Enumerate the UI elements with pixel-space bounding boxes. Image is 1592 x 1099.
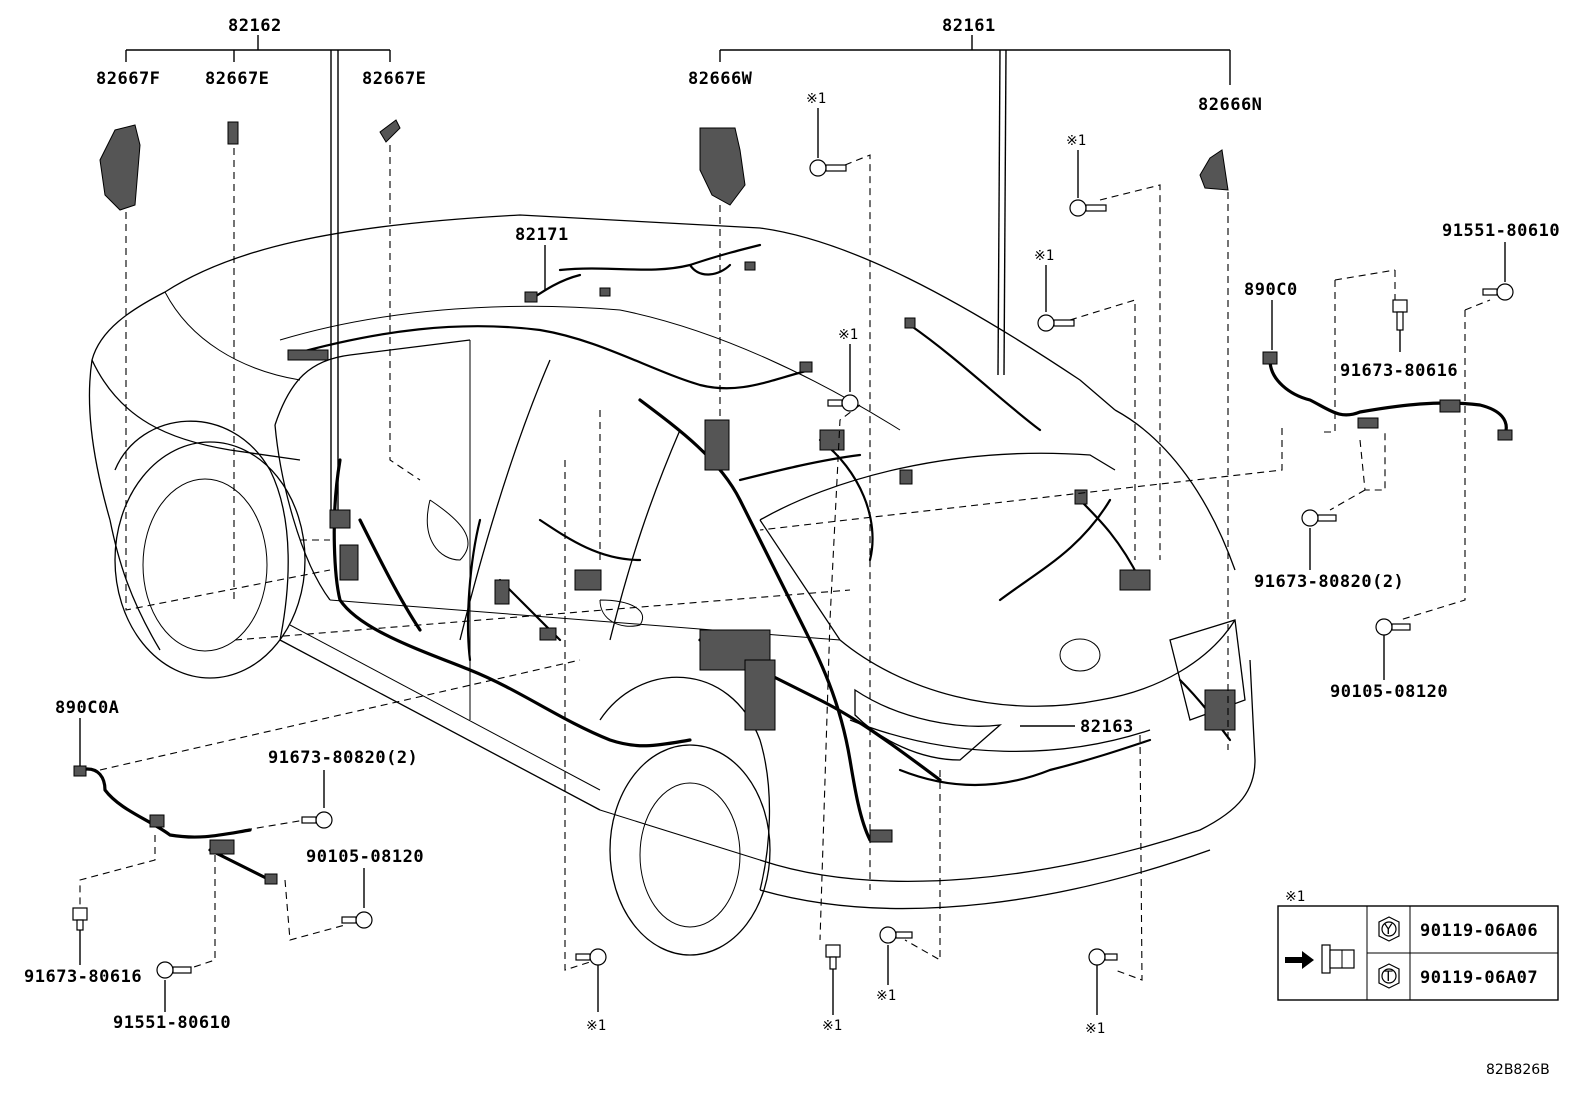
- label-91673-80820-right[interactable]: 91673-80820(2): [1254, 572, 1404, 592]
- symbol-y-icon: Y: [1378, 916, 1400, 942]
- bolt-icon: [879, 926, 913, 944]
- wire-harness-floor-82162: [329, 458, 692, 748]
- bolt-icon: [301, 811, 333, 829]
- wire-harness-body-82161: [638, 317, 1236, 843]
- bracket-82666N-icon: [1199, 149, 1229, 191]
- note-mark: ※1: [586, 1018, 606, 1034]
- bolt-icon: [1375, 618, 1411, 636]
- bolt-icon: [809, 159, 847, 177]
- label-91673-80616-left[interactable]: 91673-80616: [24, 967, 142, 987]
- label-82161[interactable]: 82161: [942, 16, 996, 36]
- label-890C0A[interactable]: 890C0A: [55, 698, 119, 718]
- label-90105-08120-left[interactable]: 90105-08120: [306, 847, 424, 867]
- note-mark: ※1: [822, 1018, 842, 1034]
- bolt-icon: [1301, 509, 1337, 527]
- label-91551-80610-right[interactable]: 91551-80610: [1442, 221, 1560, 241]
- label-82171[interactable]: 82171: [515, 225, 569, 245]
- diagram-code: 82B826B: [1486, 1062, 1550, 1078]
- label-82666W[interactable]: 82666W: [688, 69, 753, 89]
- bolt-icon: [1392, 299, 1408, 331]
- sensor-harness-890C0A: [73, 765, 278, 885]
- bolt-icon: [341, 911, 373, 929]
- wire-harness-roof-82171: [287, 243, 813, 390]
- svg-text:T: T: [1383, 969, 1393, 985]
- bolt-icon: [1069, 199, 1107, 217]
- arrow-right-icon: [1285, 951, 1314, 969]
- bolt-icon: [72, 907, 88, 931]
- legend-part-90119-06A06[interactable]: 90119-06A06: [1420, 921, 1538, 941]
- note-mark: ※1: [876, 988, 896, 1004]
- bolt-icon: [1088, 948, 1118, 966]
- note-mark: ※1: [806, 91, 826, 107]
- symbol-t-icon: T: [1378, 963, 1400, 989]
- assembly-dashed-lines: [79, 145, 1491, 981]
- note-mark: ※1: [1085, 1021, 1105, 1037]
- connector-82667E-right-icon: [379, 119, 401, 143]
- bolt-icon: [1482, 283, 1514, 301]
- legend-title: ※1: [1285, 889, 1305, 905]
- label-90105-08120-right[interactable]: 90105-08120: [1330, 682, 1448, 702]
- label-91673-80820-left[interactable]: 91673-80820(2): [268, 748, 418, 768]
- relay-82666W-icon: [699, 127, 746, 206]
- label-91551-80610-left[interactable]: 91551-80610: [113, 1013, 231, 1033]
- label-82667F[interactable]: 82667F: [96, 69, 160, 89]
- note-mark: ※1: [838, 327, 858, 343]
- connector-82667E-left-icon: [227, 121, 239, 145]
- sensor-harness-890C0: [1262, 351, 1513, 441]
- label-91673-80616-right[interactable]: 91673-80616: [1340, 361, 1458, 381]
- leader-lines: [79, 35, 1506, 1015]
- connector-82667F-icon: [99, 124, 141, 211]
- part-labels: 82162 82161 82667F 82667E 82667E 82666W …: [24, 16, 1560, 1037]
- bolt-icon: [156, 961, 192, 979]
- note-mark: ※1: [1066, 133, 1086, 149]
- label-82667E-left[interactable]: 82667E: [205, 69, 269, 89]
- svg-text:Y: Y: [1383, 922, 1393, 938]
- label-890C0[interactable]: 890C0: [1244, 280, 1298, 300]
- legend-part-90119-06A07[interactable]: 90119-06A07: [1420, 968, 1538, 988]
- label-82163[interactable]: 82163: [1080, 717, 1134, 737]
- bolt-icons: [72, 159, 1514, 979]
- label-82666N[interactable]: 82666N: [1198, 95, 1262, 115]
- bolt-icon: [827, 394, 859, 412]
- bolt-icon: [1037, 314, 1075, 332]
- bolt-icon: [575, 948, 607, 966]
- vehicle-outline: [88, 214, 1256, 956]
- bolt-icon: [825, 944, 841, 970]
- clip-icon: [1321, 944, 1355, 974]
- legend-table: ※1 Y T 90119-06A06 90119-06A07: [1277, 889, 1559, 1001]
- label-82162[interactable]: 82162: [228, 16, 282, 36]
- note-mark: ※1: [1034, 248, 1054, 264]
- label-82667E-right[interactable]: 82667E: [362, 69, 426, 89]
